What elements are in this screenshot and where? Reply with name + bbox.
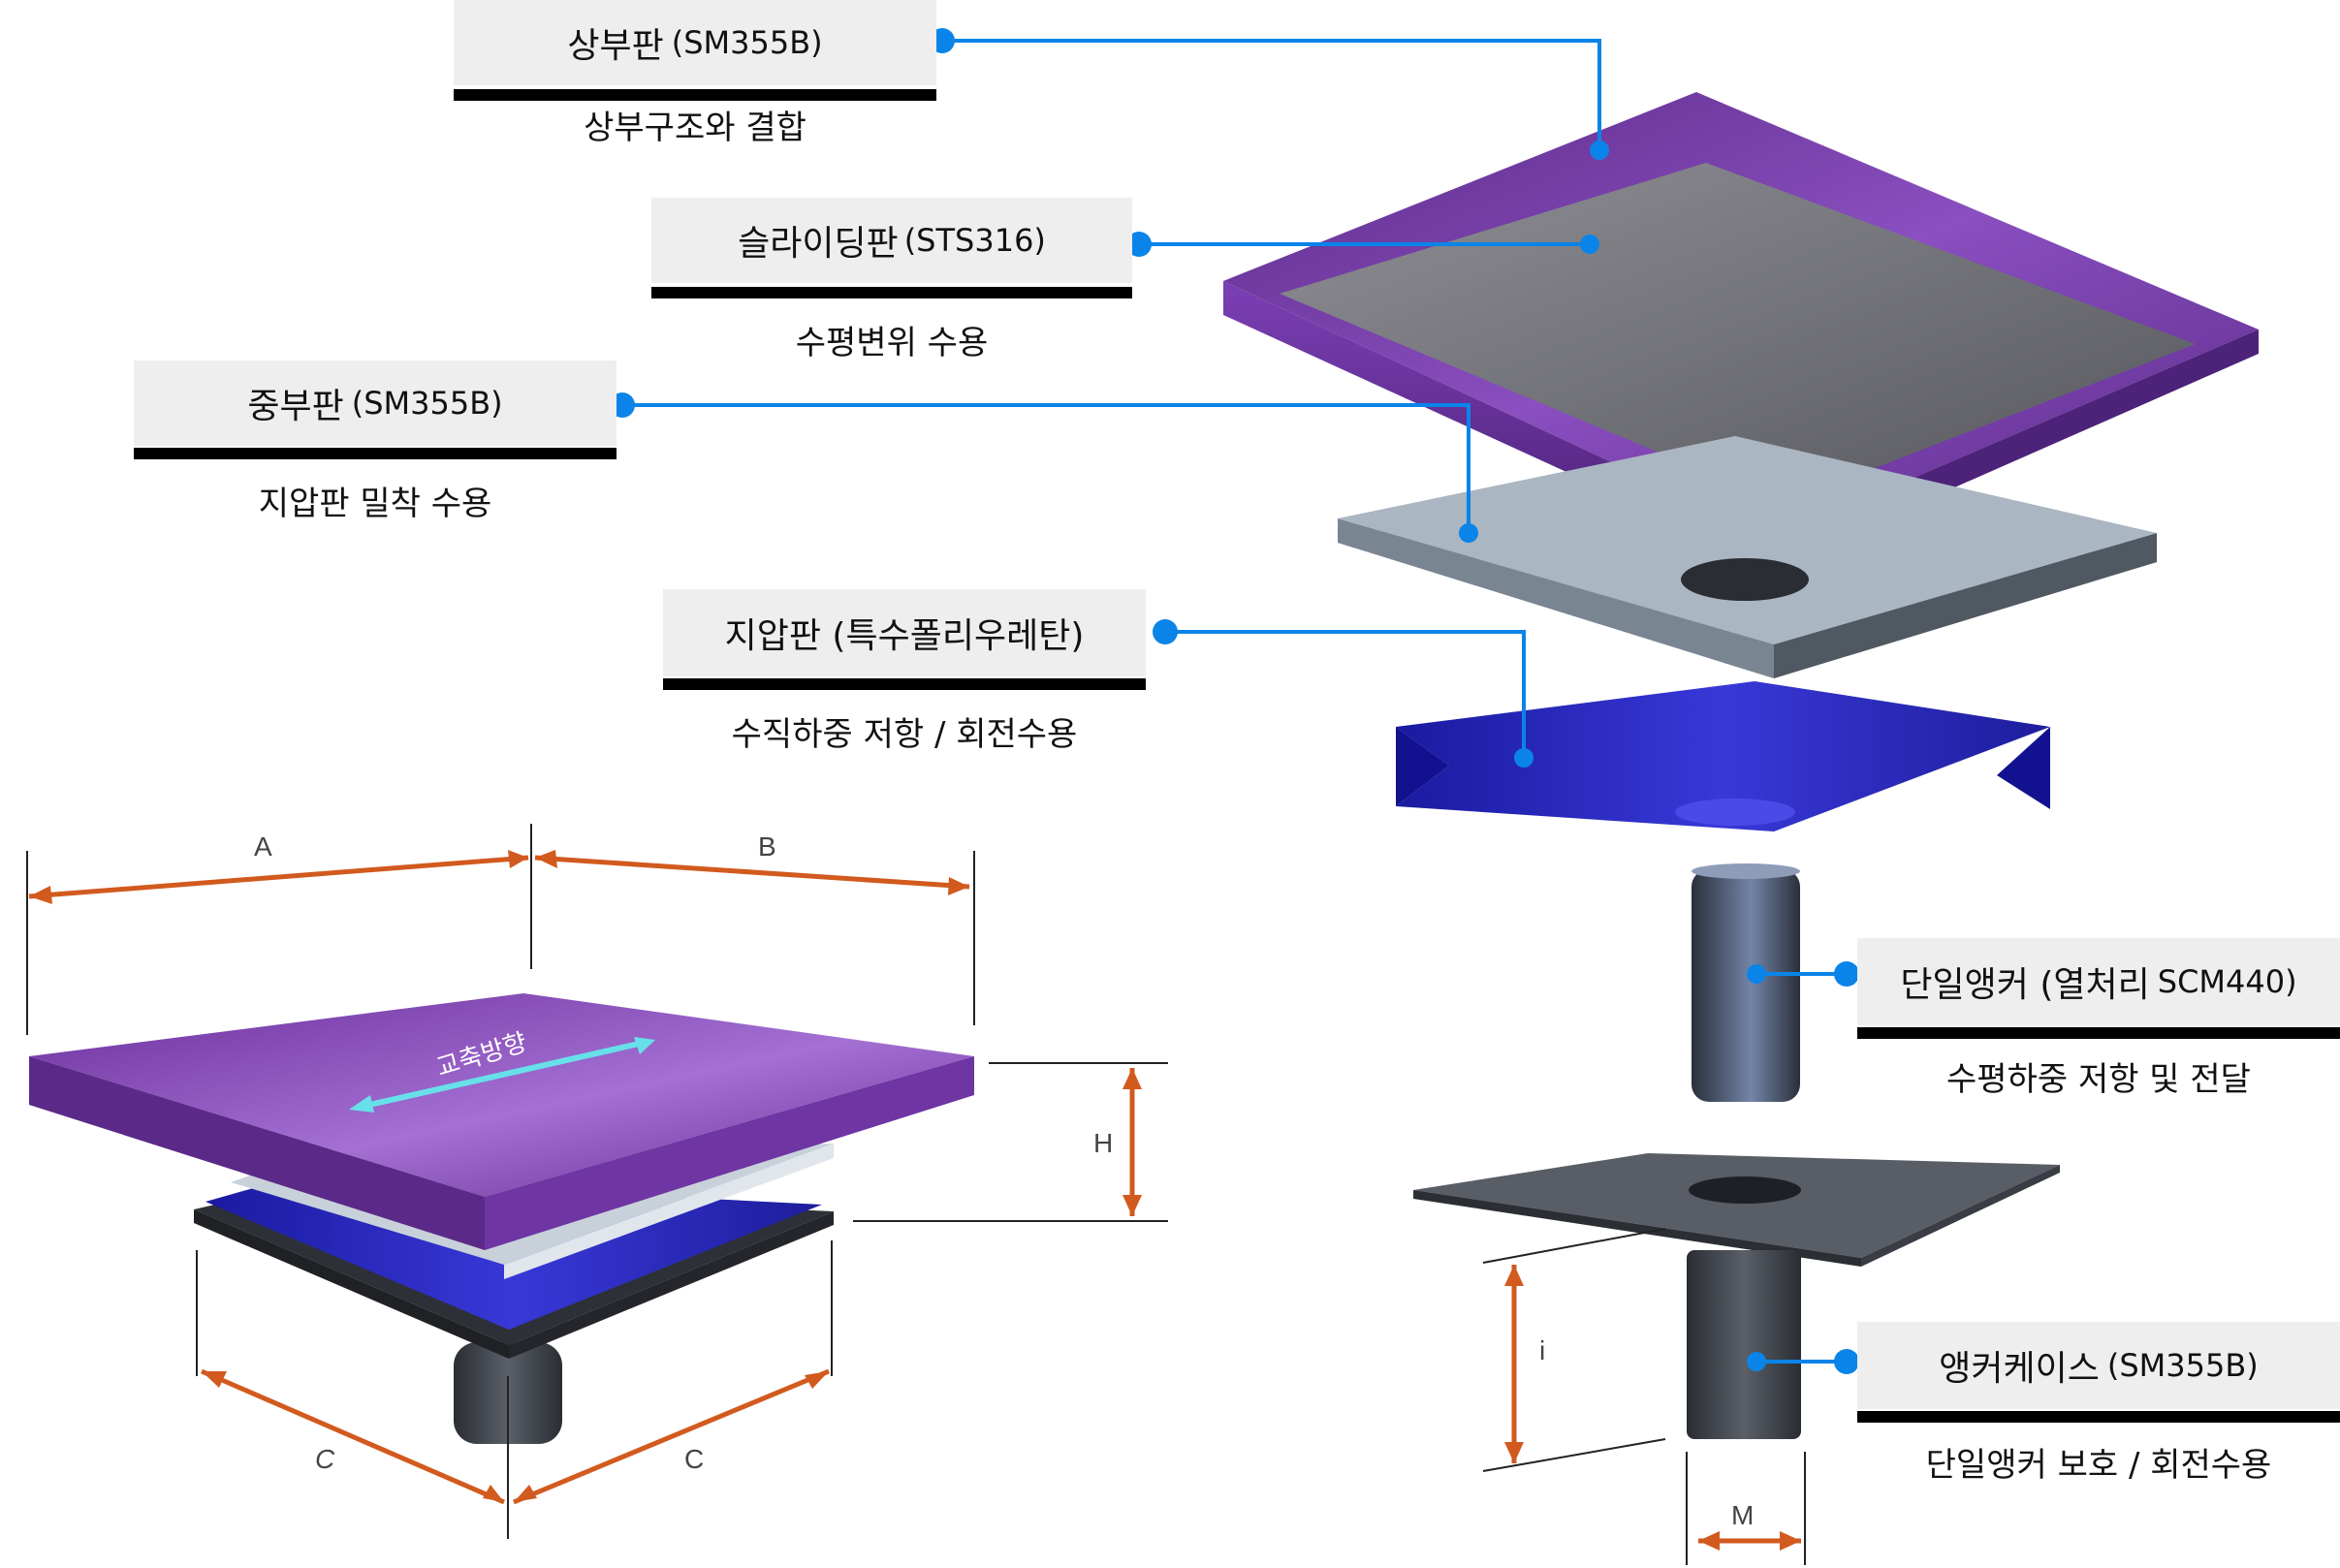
single-anchor-material: SCM440)	[2157, 963, 2297, 1000]
single-anchor-label: 단일앵커 (열처리 SCM440)	[1857, 938, 2340, 1025]
anchor-case-shape	[1413, 1153, 2060, 1439]
dim-c1-label: C	[315, 1444, 335, 1474]
sliding-plate-material: (STS316)	[903, 222, 1046, 259]
dim-a-label: A	[254, 831, 272, 862]
middle-plate-shape	[1338, 436, 2157, 678]
single-anchor-desc: 수평하중 저항 및 전달	[1946, 1060, 2251, 1099]
top-plate-desc: 상부구조와 결합	[584, 109, 806, 147]
middle-plate-material: (SM355B)	[351, 385, 503, 422]
leader-lines	[622, 39, 1847, 1364]
single-anchor-shape	[1692, 863, 1800, 1102]
top-plate-shape	[1223, 92, 2259, 567]
single-anchor-name: 단일앵커 (열처리	[1900, 965, 2150, 1005]
anchor-case-name: 앵커케이스	[1939, 1349, 2100, 1389]
middle-plate-label: 중부판 (SM355B)	[134, 361, 617, 446]
middle-plate-bar	[134, 448, 617, 459]
extension-lines	[26, 824, 1806, 1565]
middle-plate-desc: 지압판 밀착 수용	[258, 485, 492, 523]
middle-plate-name: 중부판	[247, 387, 344, 426]
anchor-case-material: (SM355B)	[2106, 1347, 2259, 1384]
top-plate-name: 상부판	[567, 26, 664, 66]
anchor-case-label: 앵커케이스 (SM355B)	[1857, 1322, 2340, 1409]
bearing-pad-name: 지압판 (특수폴리우레탄)	[724, 616, 1085, 656]
dim-m-label: M	[1731, 1500, 1755, 1530]
top-plate-material: (SM355B)	[671, 24, 823, 61]
sliding-plate-label: 슬라이딩판 (STS316)	[651, 198, 1132, 283]
top-plate-bar	[454, 89, 936, 101]
anchor-case-desc: 단일앵커 보호 / 회전수용	[1925, 1446, 2272, 1485]
sliding-plate-bar	[651, 287, 1132, 298]
dimension-lines	[28, 855, 1801, 1544]
bearing-pad-bar	[663, 678, 1146, 690]
sliding-plate-shape	[1280, 163, 2196, 504]
assembled-bearing	[29, 993, 974, 1444]
anchor-case-bar	[1857, 1411, 2340, 1423]
bearing-pad-shape	[1396, 681, 2050, 831]
bearing-pad-label: 지압판 (특수폴리우레탄)	[663, 589, 1146, 676]
dim-i-label: i	[1539, 1335, 1546, 1365]
sliding-plate-desc: 수평변위 수용	[795, 324, 989, 362]
bearing-pad-desc: 수직하중 저항 / 회전수용	[731, 715, 1078, 754]
dim-b-label: B	[758, 831, 776, 862]
sliding-plate-name: 슬라이딩판	[738, 224, 899, 264]
single-anchor-bar	[1857, 1027, 2340, 1039]
dim-h-label: H	[1093, 1128, 1114, 1158]
top-plate-label: 상부판 (SM355B)	[454, 0, 936, 85]
dim-c2-label: C	[684, 1444, 705, 1474]
dimension-arrowheads	[29, 850, 1801, 1551]
